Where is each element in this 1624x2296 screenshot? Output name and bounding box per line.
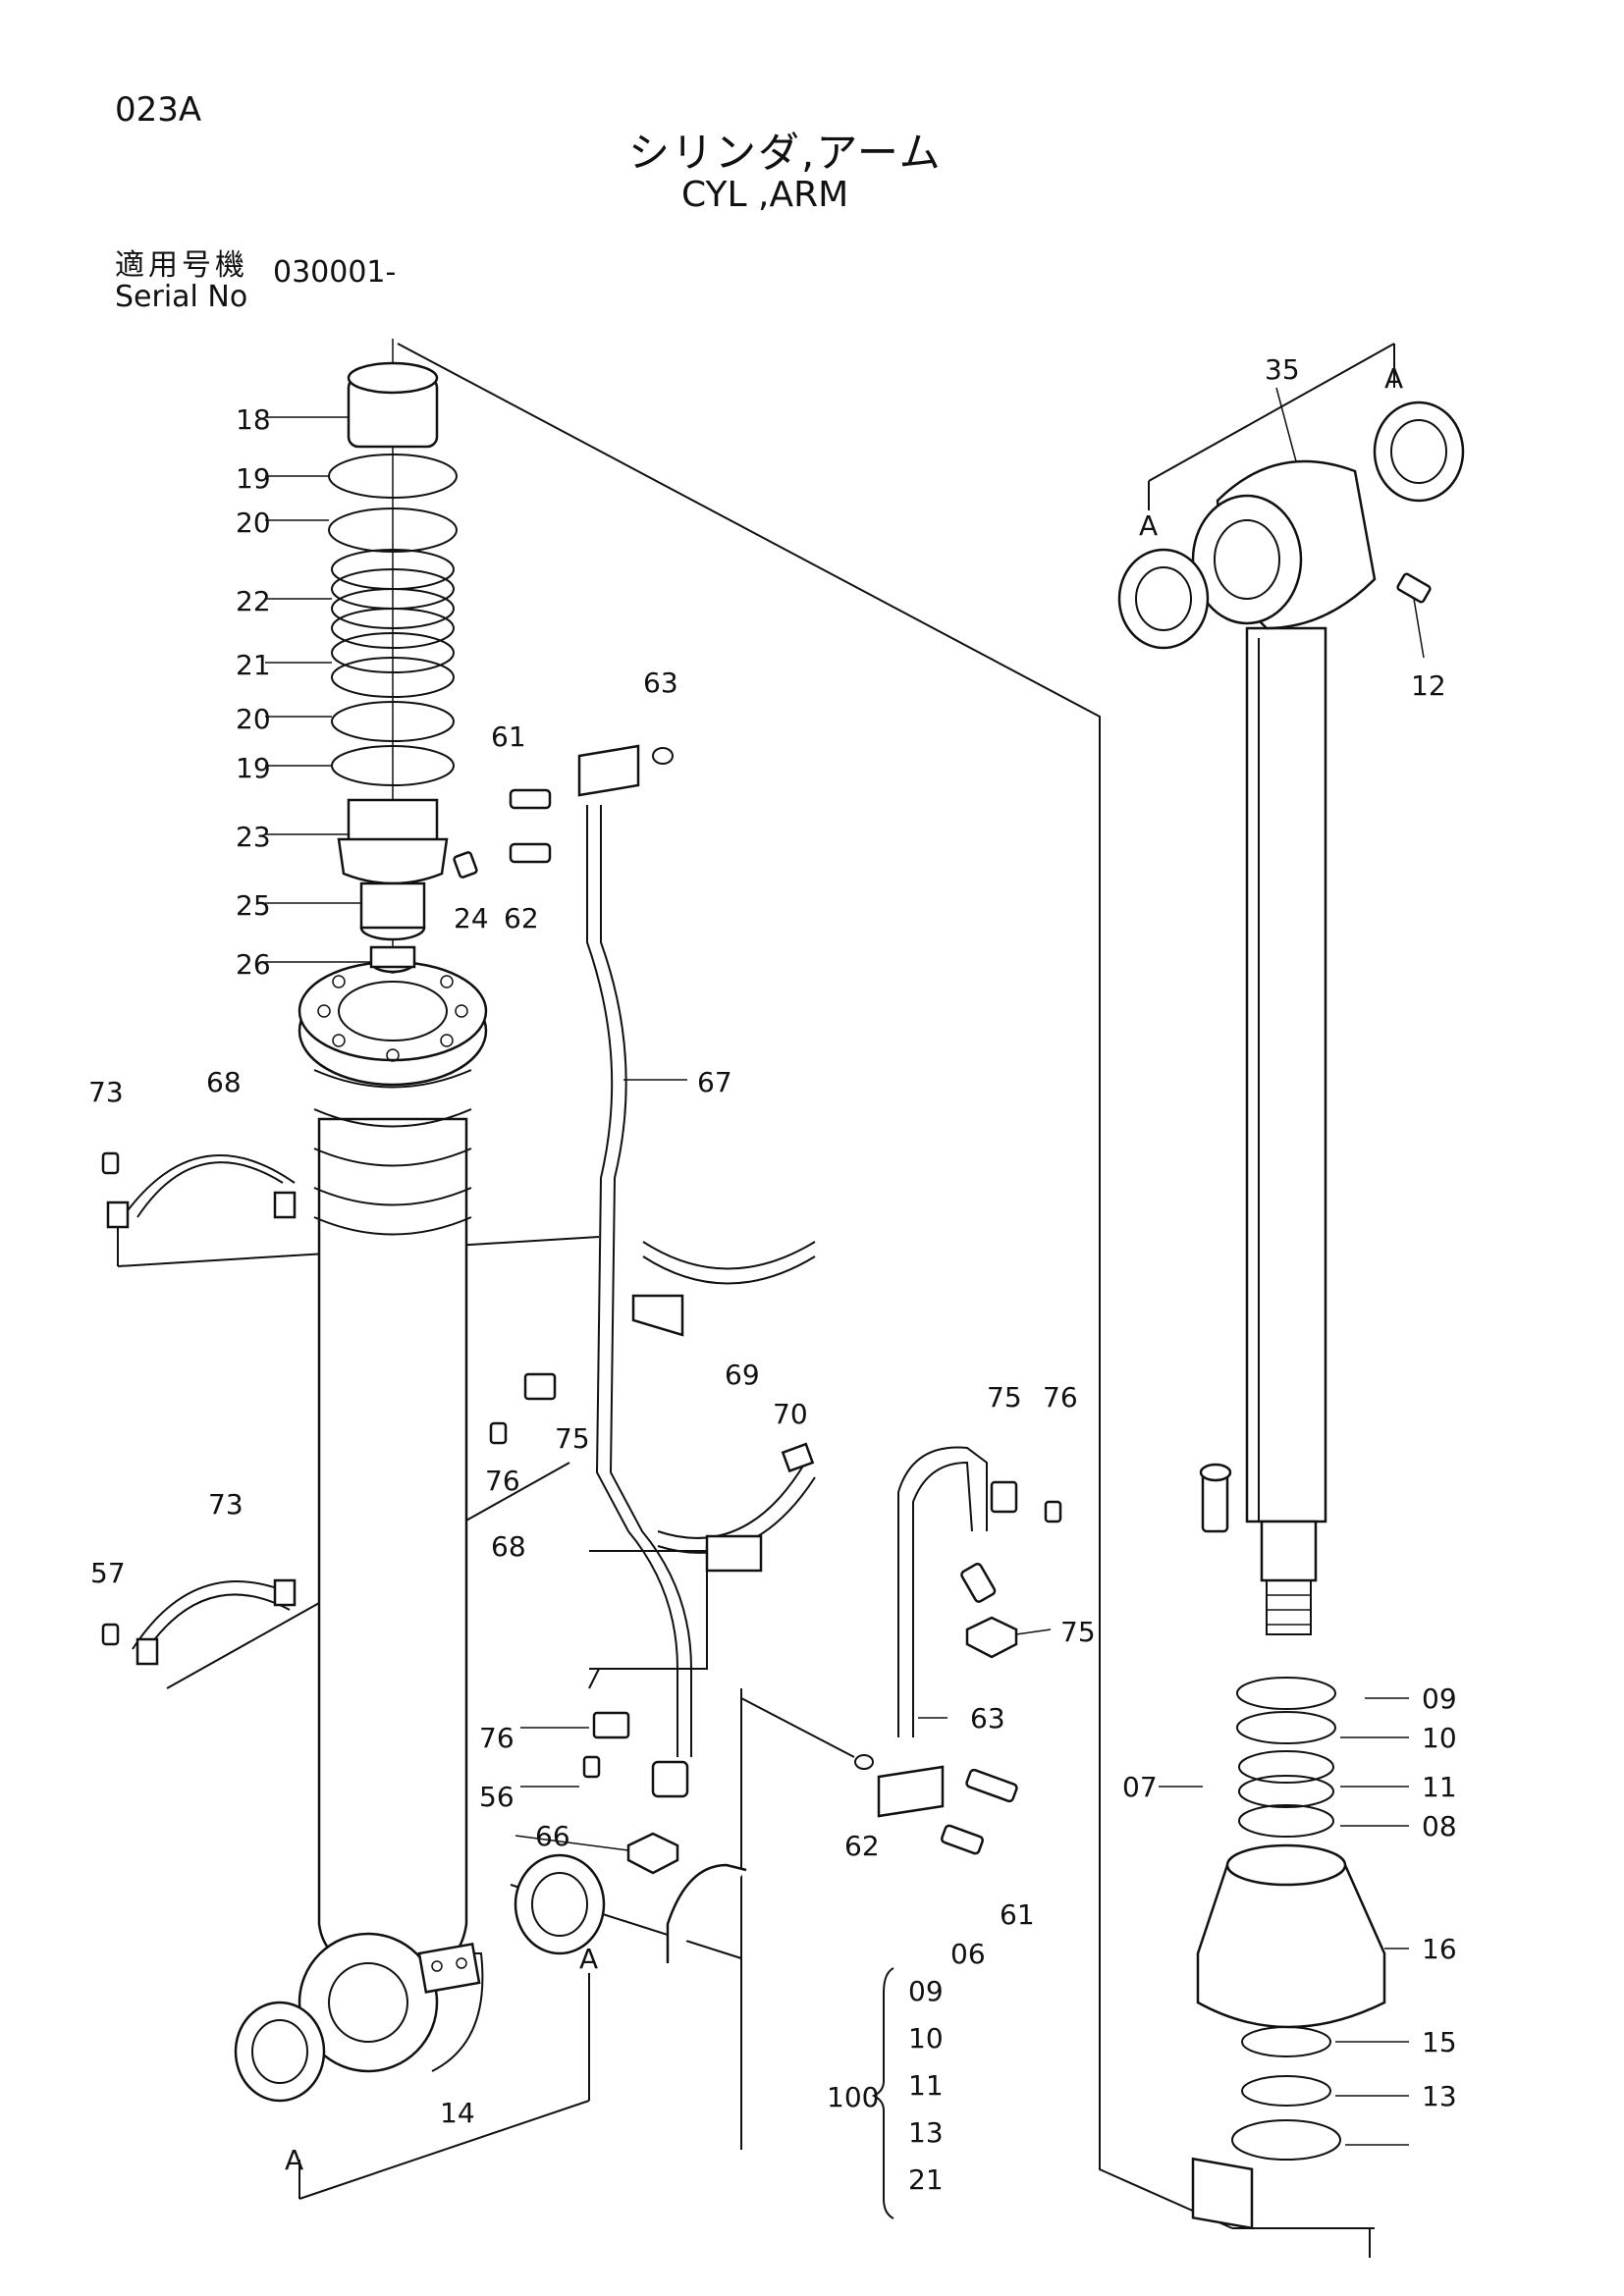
callout-label: 57 — [90, 1557, 126, 1589]
title-japanese: シリンダ,アーム — [628, 129, 943, 177]
clamps — [106, 1154, 1018, 1739]
callout-label: 35 — [1265, 353, 1300, 386]
callout-label: 68 — [206, 1066, 242, 1098]
callout-label: 76 — [1043, 1381, 1078, 1414]
callout-label: 70 — [773, 1398, 808, 1430]
callout-label: 21 — [236, 649, 271, 681]
callout-label: 06 — [950, 1938, 986, 1970]
serial-value: 030001- — [273, 255, 397, 290]
callout-label: 63 — [643, 667, 678, 699]
pipe-assembly — [509, 744, 1018, 1963]
callout-label: 15 — [1422, 2026, 1457, 2058]
callout-label: 75 — [987, 1381, 1022, 1414]
bolts — [101, 1151, 1062, 1779]
callout-label: 23 — [236, 821, 271, 853]
kit-member-label: 13 — [908, 2116, 944, 2149]
kit-group: 100 09 10 11 13 21 — [827, 1967, 944, 2219]
callout-label: 62 — [504, 902, 539, 934]
leader-lines — [265, 387, 1425, 2146]
page-code: 023A — [115, 90, 202, 130]
callout-label: 68 — [491, 1530, 526, 1563]
callout-label: 69 — [725, 1359, 760, 1391]
callout-label: 61 — [1000, 1898, 1035, 1931]
callout-label: 20 — [236, 507, 271, 539]
cylinder-rod-right — [1117, 400, 1465, 2230]
callout-label: 76 — [479, 1722, 514, 1754]
gland-stack-left — [328, 339, 478, 974]
kit-member-label: 21 — [908, 2163, 944, 2196]
view-marker-label: A — [579, 1943, 598, 1975]
callout-label: 56 — [479, 1781, 514, 1813]
callout-label: 08 — [1422, 1810, 1457, 1842]
kit-members: 09 10 11 13 21 — [908, 1975, 944, 2196]
kit-number: 100 — [827, 2081, 879, 2113]
serial-label-japanese: 適用号機 — [115, 248, 248, 283]
callout-label: 22 — [236, 585, 271, 617]
callout-label: 75 — [1060, 1616, 1096, 1648]
view-markers: A A A A — [285, 362, 1403, 2176]
title-english: CYL ,ARM — [681, 175, 849, 215]
callout-label: 24 — [454, 902, 489, 934]
callout-label: 13 — [1422, 2080, 1457, 2112]
callout-label: 76 — [485, 1465, 520, 1497]
callout-label: 25 — [236, 889, 271, 922]
view-marker-label: A — [1139, 509, 1158, 542]
callout-label: 66 — [535, 1820, 570, 1852]
cylinder-tube-left — [234, 960, 606, 2103]
callout-label: 16 — [1422, 1933, 1457, 1965]
kit-member-label: 10 — [908, 2022, 944, 2055]
view-marker-label: A — [1384, 362, 1403, 395]
callout-label: 73 — [88, 1076, 124, 1108]
kit-member-label: 11 — [908, 2069, 944, 2102]
callout-label: 26 — [236, 948, 271, 981]
callout-label: 19 — [236, 462, 271, 495]
callout-label: 67 — [697, 1066, 732, 1098]
callout-label: 61 — [491, 721, 526, 753]
callout-label: 11 — [1422, 1771, 1457, 1803]
callout-label: 19 — [236, 752, 271, 784]
callout-label: 07 — [1122, 1771, 1158, 1803]
callout-label: 73 — [208, 1488, 244, 1521]
callout-label: 10 — [1422, 1722, 1457, 1754]
callout-label: 62 — [844, 1830, 880, 1862]
callout-label: 63 — [970, 1702, 1005, 1735]
view-marker-label: A — [285, 2144, 303, 2176]
callout-label: 14 — [440, 2097, 475, 2129]
callout-labels: 18 19 20 22 21 20 19 23 25 26 24 61 62 63 67 73 68 69 75 76… — [88, 353, 1457, 2129]
kit-member-label: 09 — [908, 1975, 944, 2007]
serial-label-english: Serial No — [115, 280, 248, 314]
callout-label: 20 — [236, 703, 271, 735]
callout-label: 18 — [236, 403, 271, 436]
callout-label: 12 — [1411, 669, 1446, 702]
callout-label: 09 — [1422, 1682, 1457, 1715]
callout-label: 75 — [555, 1422, 590, 1455]
